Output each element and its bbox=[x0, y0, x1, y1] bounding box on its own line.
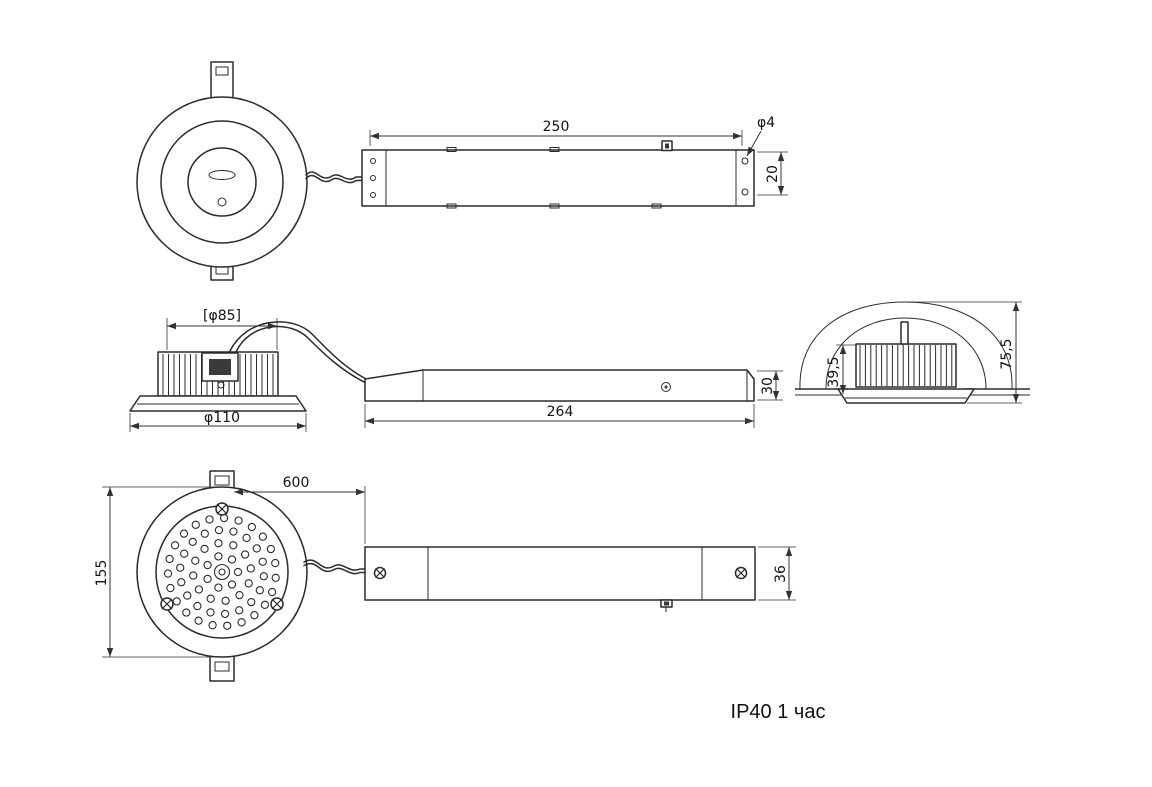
dim-label-600: 600 bbox=[283, 475, 310, 491]
dim-36: 36 bbox=[758, 546, 796, 601]
top-view: 250 φ4 20 bbox=[136, 61, 788, 281]
driver-box-bottom-view bbox=[364, 546, 756, 612]
dim-label-30: 30 bbox=[760, 377, 776, 395]
dim-250: 250 bbox=[369, 119, 743, 146]
cable-side bbox=[229, 321, 367, 384]
cable-bottom bbox=[303, 559, 367, 575]
side-view: [φ85] φ110 264 bbox=[129, 301, 1030, 432]
dim-label-264: 264 bbox=[547, 404, 574, 420]
dim-label-d110: φ110 bbox=[204, 410, 240, 426]
dim-264: 264 bbox=[364, 404, 755, 428]
spring-clip-left bbox=[799, 301, 906, 390]
mount-hole bbox=[741, 157, 749, 165]
spring-clip-right bbox=[904, 301, 1013, 390]
mount-hole bbox=[741, 188, 749, 196]
dim-label-39-5: 39,5 bbox=[826, 356, 842, 387]
dim-30: 30 bbox=[757, 370, 783, 401]
screw bbox=[215, 502, 229, 516]
dim-label-36: 36 bbox=[773, 565, 789, 583]
driver-box-body bbox=[361, 149, 755, 207]
dim-label-155: 155 bbox=[94, 560, 110, 587]
lamp-outer-circle bbox=[136, 486, 308, 658]
dim-20: 20 bbox=[757, 151, 788, 196]
lamp-flange bbox=[837, 388, 975, 404]
lamp-side-view bbox=[129, 351, 307, 412]
lamp-bottom-view bbox=[136, 470, 308, 682]
led-hole-pattern bbox=[163, 513, 280, 630]
lamp-slot bbox=[208, 170, 236, 180]
dim-label-75-5: 75,5 bbox=[999, 338, 1015, 369]
dim-label-d85: [φ85] bbox=[203, 308, 241, 324]
screw bbox=[734, 566, 748, 580]
cable-top bbox=[305, 171, 364, 184]
lamp-mid-circle bbox=[160, 120, 284, 244]
tab-detail bbox=[215, 66, 229, 76]
dim-75-5: 75,5 bbox=[908, 301, 1022, 404]
dim-label-20: 20 bbox=[765, 165, 781, 183]
heatsink-fins bbox=[859, 345, 953, 386]
bottom-view: 155 600 bbox=[94, 470, 796, 682]
lamp-outer-circle bbox=[136, 96, 308, 268]
dim-label-d4: φ4 bbox=[757, 115, 775, 131]
dim-hole-d4: φ4 bbox=[746, 115, 775, 157]
dim-d110: φ110 bbox=[129, 410, 307, 432]
fixing-pin bbox=[900, 321, 909, 345]
mount-tab-top bbox=[210, 61, 234, 103]
lamp-center-hole bbox=[217, 197, 227, 207]
screw bbox=[661, 382, 671, 392]
dim-39-5: 39,5 bbox=[826, 344, 857, 394]
screw bbox=[270, 597, 284, 611]
driver-box-side-view bbox=[364, 369, 755, 402]
lamp-top-view bbox=[136, 61, 308, 281]
screw bbox=[373, 566, 387, 580]
rating-caption: IP40 1 час bbox=[731, 701, 826, 723]
lamp-inner-circle bbox=[187, 147, 257, 217]
dim-600: 600 bbox=[234, 475, 366, 544]
driver-box-top-view bbox=[361, 140, 755, 209]
tab-detail bbox=[214, 475, 230, 486]
install-view bbox=[795, 301, 1030, 404]
tab-detail bbox=[214, 661, 230, 672]
screw bbox=[160, 597, 174, 611]
dim-label-250: 250 bbox=[543, 119, 570, 135]
dim-155: 155 bbox=[94, 486, 218, 658]
driver-box-body bbox=[364, 546, 756, 601]
